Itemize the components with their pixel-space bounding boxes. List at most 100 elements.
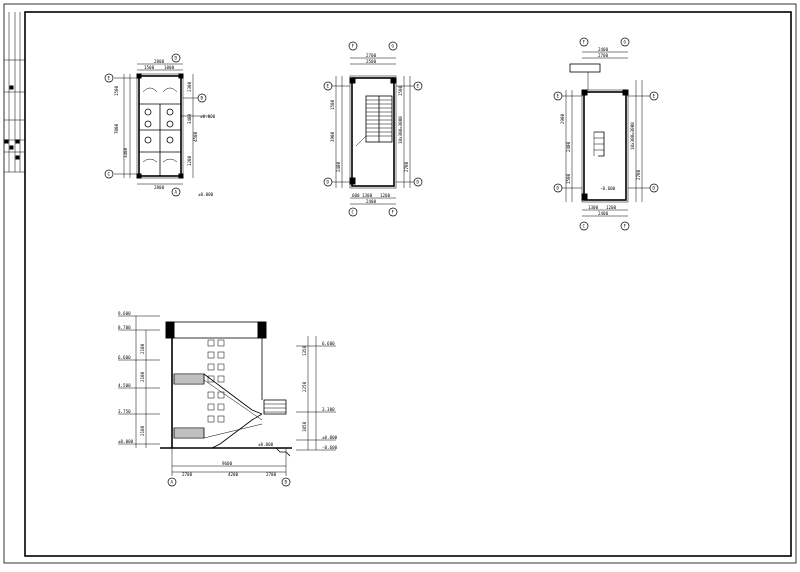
dimension-text: 9600 xyxy=(222,461,233,466)
dimension-text: 2700 xyxy=(598,53,609,58)
axis-label: E xyxy=(108,76,111,81)
level-label: 6.600 xyxy=(322,341,335,346)
axis-label: D xyxy=(653,186,656,191)
dimension-text: 2100 xyxy=(140,343,145,354)
axis-bubble xyxy=(413,81,423,91)
dimension-text: 2400 xyxy=(366,199,377,204)
axis-label: F xyxy=(392,210,395,215)
dimension-text: 600 xyxy=(352,193,360,198)
dimension-text: 10x300=3000 xyxy=(630,122,635,150)
axis-label: D xyxy=(557,186,560,191)
dimension-text: 1200 xyxy=(187,155,192,166)
axis-bubble xyxy=(197,93,207,103)
axis-label: F xyxy=(352,44,355,49)
axis-label: F xyxy=(583,40,586,45)
dimension-text: 2700 xyxy=(182,472,193,477)
dimension-text: 1500 xyxy=(330,99,335,110)
axis-bubble xyxy=(649,91,659,101)
axis-label: E xyxy=(417,84,420,89)
axis-bubble xyxy=(620,221,630,231)
axis-bubble xyxy=(620,37,630,47)
axis-label: E xyxy=(327,84,330,89)
plan-3: F G E D E D C F 2400 2700 2900 2400 1500… xyxy=(553,37,659,231)
dimension-text: 2300 xyxy=(187,81,192,92)
level-label: 3.300 xyxy=(322,407,335,412)
dimension-text: 1500 xyxy=(566,173,571,184)
axis-label: C xyxy=(583,224,586,229)
dimension-text: 1200 xyxy=(380,193,391,198)
axis-label: A xyxy=(171,480,174,485)
axis-bubble xyxy=(171,53,181,63)
plan-1: E C D A B 2800 1500 1000 1500 7000 3400 … xyxy=(104,53,216,197)
axis-bubble xyxy=(104,169,114,179)
dimension-text: 2700 xyxy=(636,169,641,180)
dimension-text: 2100 xyxy=(140,425,145,436)
dimension-text: 10x300=3000 xyxy=(398,116,403,144)
level-label: 8.700 xyxy=(118,325,131,330)
dimension-text: 2500 xyxy=(366,59,377,64)
dimension-text: 7000 xyxy=(114,123,119,134)
dimension-text: 2800 xyxy=(154,185,165,190)
dimension-text: 2100 xyxy=(140,371,145,382)
dimension-text: 1200 xyxy=(606,205,617,210)
axis-bubble xyxy=(553,183,563,193)
axis-bubble xyxy=(281,477,291,487)
axis-bubble xyxy=(348,207,358,217)
dimension-text: 3900 xyxy=(330,131,335,142)
axis-label: F xyxy=(624,224,627,229)
dimension-text: 2400 xyxy=(598,47,609,52)
axis-label: C xyxy=(108,172,111,177)
dimension-text: 4200 xyxy=(228,472,239,477)
level-label: ±0.000 xyxy=(198,192,214,197)
dimension-text: 2700 xyxy=(266,472,277,477)
level-label: -0.600 xyxy=(600,186,616,191)
axis-bubble xyxy=(323,177,333,187)
axis-bubble xyxy=(579,37,589,47)
axis-bubble xyxy=(388,41,398,51)
dimension-text: 2250 xyxy=(302,381,307,392)
axis-label: B xyxy=(285,480,288,485)
dimension-text: 1300 xyxy=(588,205,599,210)
axis-bubble xyxy=(323,81,333,91)
axis-label: D xyxy=(175,56,178,61)
axis-label: A xyxy=(175,190,178,195)
dimension-text: 2700 xyxy=(404,161,409,172)
dimension-text: 2700 xyxy=(366,53,377,58)
level-label: ±0.000 xyxy=(118,439,134,444)
plan-2: F G E D E D C F 2700 2500 1500 3900 2400… xyxy=(323,41,423,217)
axis-bubble xyxy=(104,73,114,83)
dimension-text: 3400 xyxy=(187,113,192,124)
dimension-text: 2400 xyxy=(336,161,341,172)
level-label: -0.600 xyxy=(322,445,338,450)
level-label: ±0.000 xyxy=(258,442,274,447)
level-label: ±0.000 xyxy=(200,114,216,119)
level-label: ±0.000 xyxy=(322,435,338,440)
dimension-text: 3400 xyxy=(123,147,128,158)
dimension-text: 2800 xyxy=(154,59,165,64)
axis-label: D xyxy=(417,180,420,185)
axis-bubble xyxy=(649,183,659,193)
dimension-text: 2900 xyxy=(560,113,565,124)
axis-bubble xyxy=(167,477,177,487)
axis-bubble xyxy=(388,207,398,217)
axis-label: E xyxy=(653,94,656,99)
axis-label: G xyxy=(624,40,627,45)
axis-label: C xyxy=(352,210,355,215)
level-label: 9.600 xyxy=(118,311,131,316)
dimension-text: 4500 xyxy=(193,131,198,142)
axis-label: G xyxy=(392,44,395,49)
dimension-text: 1350 xyxy=(302,345,307,356)
sheet-frame xyxy=(3,3,797,564)
axis-bubble xyxy=(553,91,563,101)
axis-bubble xyxy=(348,41,358,51)
axis-bubble xyxy=(171,187,181,197)
axis-label: B xyxy=(201,96,204,101)
level-label: 3.750 xyxy=(118,409,131,414)
dimension-text: 1050 xyxy=(302,421,307,432)
dimension-text: 1000 xyxy=(164,65,175,70)
dimension-text: 1500 xyxy=(144,65,155,70)
dimension-text: 1500 xyxy=(114,85,119,96)
dimension-text: 2400 xyxy=(598,211,609,216)
axis-label: E xyxy=(557,94,560,99)
